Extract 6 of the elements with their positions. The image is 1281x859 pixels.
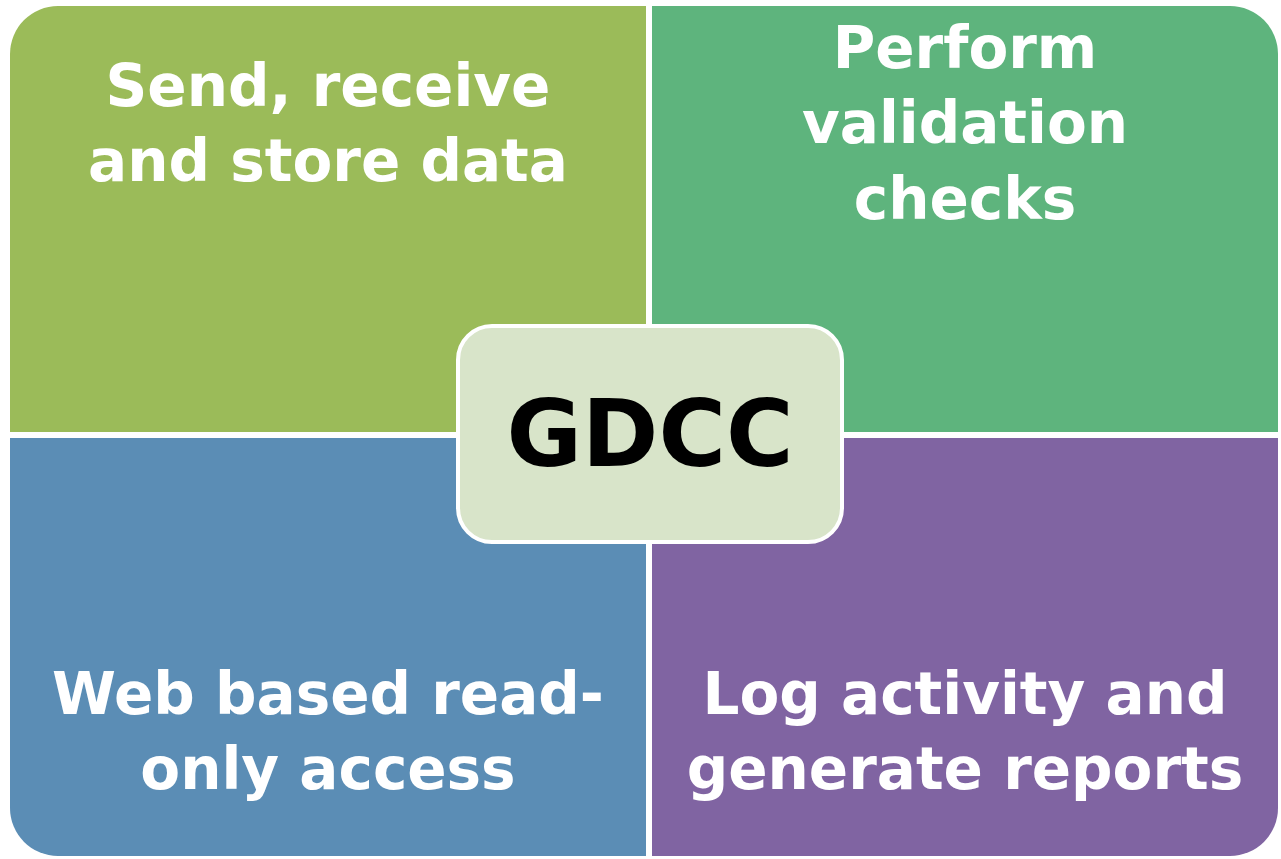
panel-label: Web based read-only access [51, 658, 605, 805]
panel-label: Log activity and generate reports [685, 658, 1245, 805]
center-label: GDCC [506, 380, 794, 488]
center-box [456, 324, 844, 544]
panel-label: Perform validation checks [800, 12, 1130, 235]
panel-label: Send, receive and store data [87, 50, 569, 197]
